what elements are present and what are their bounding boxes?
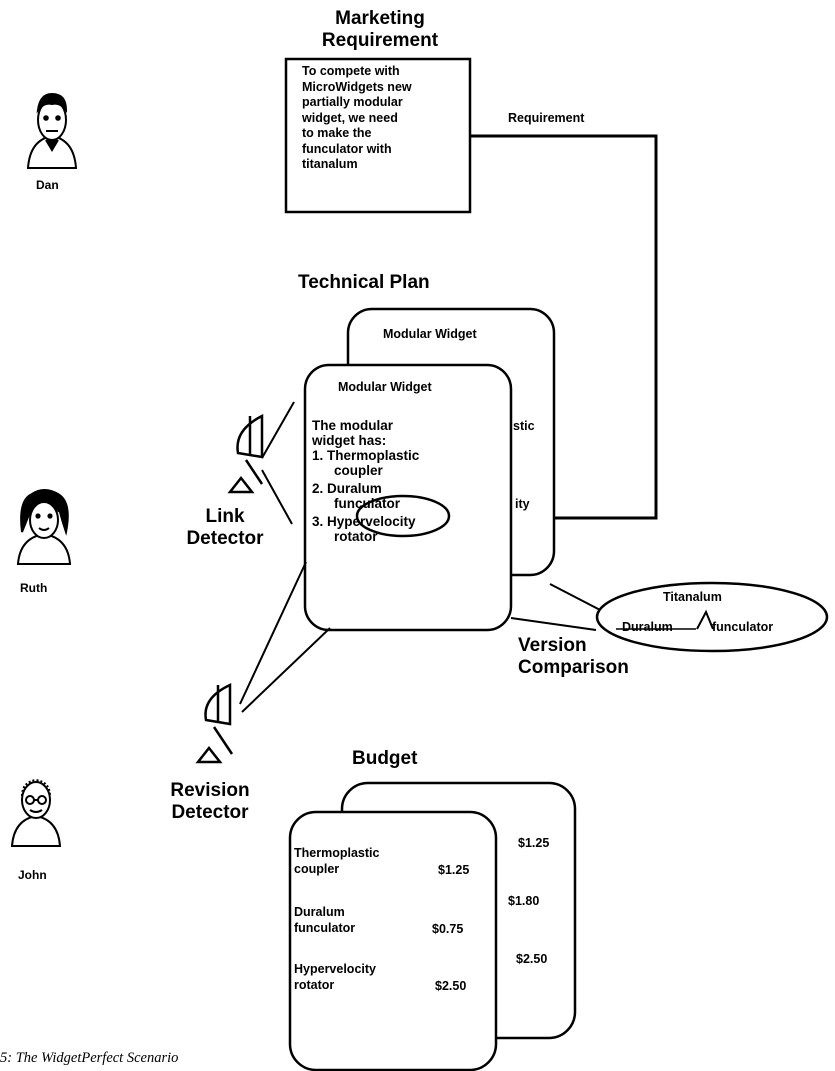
version-comparison-ellipse: [595, 581, 829, 653]
requirement-link-label: Requirement: [508, 111, 585, 125]
plan-front-card-title: Modular Widget: [338, 380, 432, 394]
plan-front-card-body: The modular widget has: 1. Thermoplastic…: [312, 418, 419, 544]
plan-line: The modular: [312, 418, 394, 433]
budget-heading: Budget: [352, 748, 418, 769]
marketing-heading-line2: Requirement: [321, 30, 439, 51]
plan-line: 3. Hypervelocity: [312, 514, 416, 529]
budget-item-label: Duralum funculator: [294, 905, 355, 936]
dan-name-label: Dan: [36, 178, 59, 192]
revision-detector-line1: Revision: [170, 780, 250, 801]
version-comparison-line-1: [549, 583, 605, 613]
budget-item-price: $1.25: [438, 863, 470, 877]
dan-portrait: [26, 92, 78, 169]
version-suffix: funculator: [712, 620, 774, 634]
link-detector-icon: [227, 413, 264, 494]
marketing-heading-line1: Marketing: [335, 8, 425, 29]
version-old-word: Duralum: [622, 620, 673, 634]
duralum-highlight-ellipse: [355, 494, 451, 538]
budget-item-label: Thermoplastic coupler: [294, 846, 379, 877]
marketing-text-line: titanalum: [302, 157, 358, 171]
john-portrait: [10, 778, 62, 847]
version-new-word: Titanalum: [663, 590, 722, 604]
plan-line: rotator: [334, 529, 378, 544]
budget-item-line: rotator: [294, 977, 335, 992]
ruth-portrait: [16, 489, 72, 565]
marketing-text-line: MicroWidgets new: [302, 79, 412, 94]
version-comparison-label: Version Comparison: [500, 635, 650, 679]
budget-item-label: Hypervelocity rotator: [294, 962, 376, 993]
budget-back-price: $1.25: [518, 836, 550, 850]
revision-detector-label: Revision Detector: [150, 780, 270, 824]
john-name-label: John: [18, 868, 47, 882]
link-detector-line-lower: [261, 469, 293, 525]
budget-item-line: Thermoplastic: [294, 846, 380, 860]
marketing-text-line: funculator with: [302, 141, 392, 156]
plan-back-card-fragment: ity: [515, 497, 530, 511]
figure-caption: 5: The WidgetPerfect Scenario: [0, 1050, 179, 1066]
plan-line: 2. Duralum: [312, 481, 382, 496]
budget-item-price: $2.50: [435, 979, 467, 993]
budget-back-price: $2.50: [516, 952, 548, 966]
technical-plan-heading: Technical Plan: [298, 272, 430, 293]
insertion-caret: [696, 609, 714, 630]
link-detector-line1: Link: [205, 506, 245, 527]
marketing-text-line: widget, we need: [302, 110, 398, 125]
budget-back-price: $1.80: [508, 894, 540, 908]
marketing-requirement-text: To compete with MicroWidgets new partial…: [302, 64, 462, 173]
budget-item-price: $0.75: [432, 922, 464, 936]
budget-item-line: coupler: [294, 861, 340, 876]
revision-detector-line-lower: [241, 627, 331, 713]
link-detector-line-upper: [261, 401, 295, 459]
plan-line: funculator: [334, 496, 400, 511]
budget-front-card: [288, 810, 498, 1071]
marketing-requirement-heading: Marketing Requirement: [300, 8, 460, 52]
revision-detector-line-upper: [239, 561, 307, 705]
plan-line: coupler: [334, 463, 383, 478]
marketing-text-line: partially modular: [302, 95, 403, 109]
budget-item-line: Hypervelocity: [294, 962, 376, 976]
revision-detector-icon: [195, 683, 234, 764]
version-comparison-line-2: [510, 617, 597, 631]
version-comparison-line1: Version: [518, 635, 587, 656]
link-detector-label: Link Detector: [170, 506, 280, 550]
plan-front-card: [303, 363, 513, 632]
marketing-text-line: to make the: [302, 126, 372, 140]
plan-line: 1. Thermoplastic: [312, 448, 420, 463]
version-comparison-line2: Comparison: [518, 657, 629, 678]
plan-back-card-fragment: stic: [513, 419, 535, 433]
ruth-name-label: Ruth: [20, 581, 48, 595]
budget-item-line: Duralum: [294, 905, 345, 919]
plan-line: widget has:: [312, 433, 387, 448]
marketing-text-line: To compete with: [302, 64, 400, 78]
revision-detector-line2: Detector: [171, 802, 249, 823]
link-detector-line2: Detector: [186, 528, 264, 549]
budget-item-line: funculator: [294, 920, 356, 935]
plan-back-card-title: Modular Widget: [383, 327, 477, 341]
